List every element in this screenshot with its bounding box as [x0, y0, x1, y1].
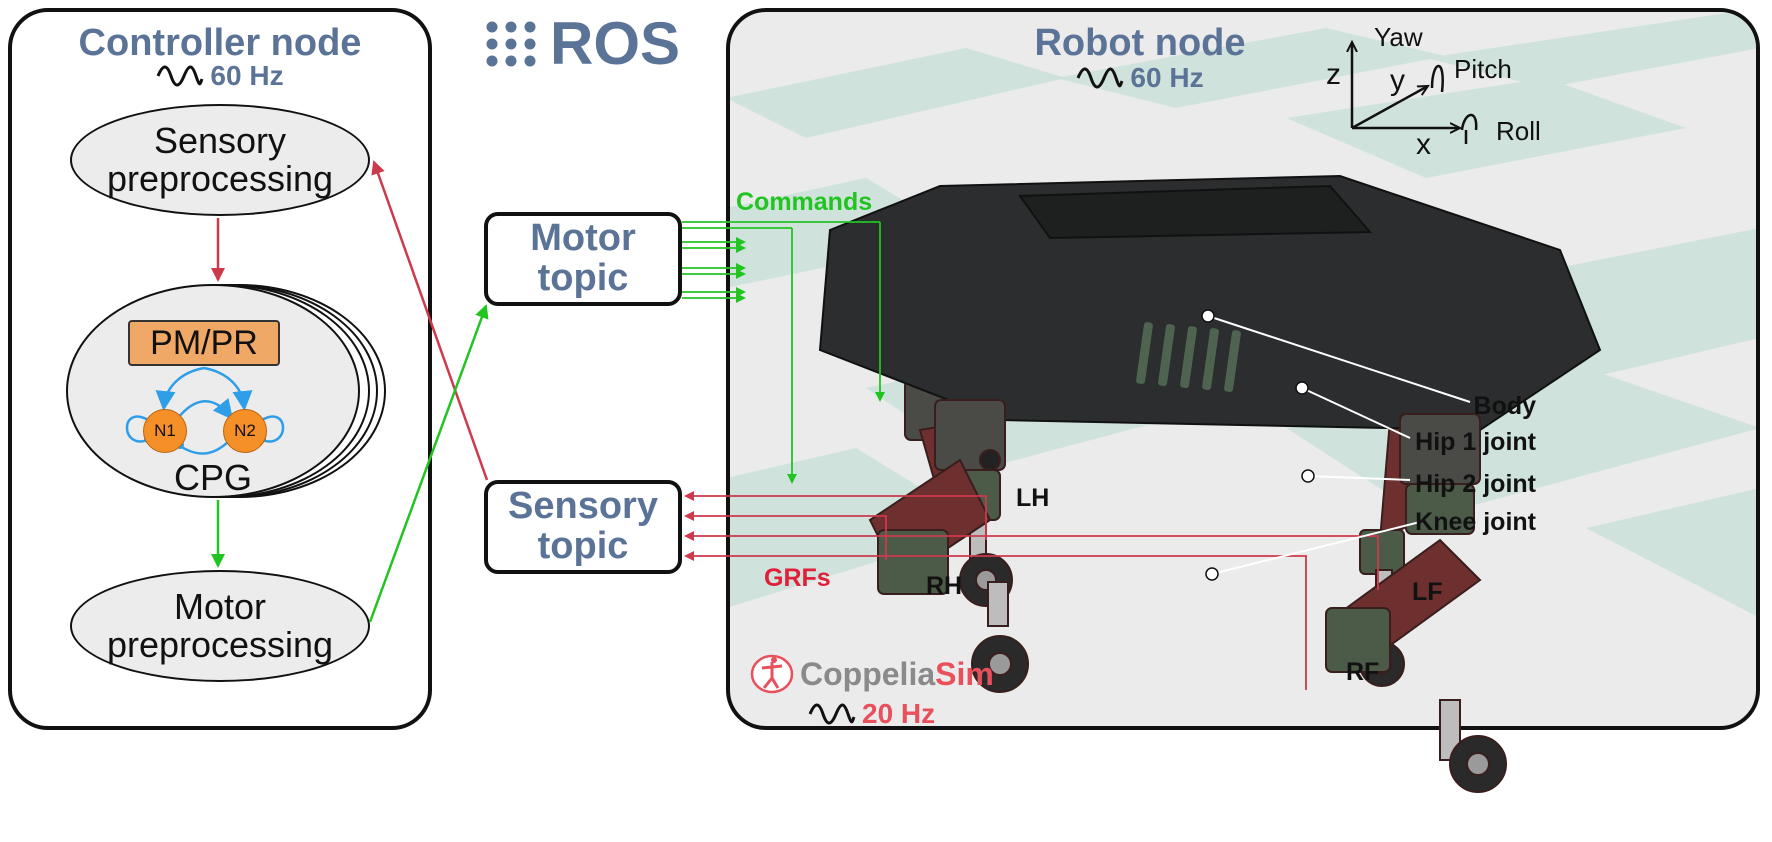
neuron-n2-label: N2 — [234, 421, 256, 440]
axis-yaw-label: Yaw — [1374, 22, 1423, 52]
motor-topic: Motor topic — [484, 212, 682, 306]
coppeliasim-icon — [750, 654, 794, 694]
leg-rf — [1325, 413, 1507, 793]
sim-rate-text: 20 Hz — [862, 698, 936, 729]
arrow-motor-preprocessing-to-topic — [368, 304, 489, 623]
sensory-preprocessing-line1: Sensory — [153, 120, 287, 162]
pm-pr-label: PM/PR — [150, 323, 258, 362]
leg-rh-label: RH — [926, 572, 963, 600]
ros-dots-icon — [486, 21, 536, 67]
leg-rh — [868, 399, 1029, 693]
sensory-topic-line1: Sensory — [508, 485, 658, 528]
robot-rate-text: 60 Hz — [1130, 62, 1204, 93]
grfs-label: GRFs — [764, 564, 831, 592]
axis-frame — [1352, 42, 1478, 144]
commands-label: Commands — [736, 188, 873, 216]
controller-rate: 60 Hz — [8, 62, 432, 90]
neuron-n2: N2 — [223, 409, 267, 453]
wave-icon — [808, 703, 856, 725]
coppeliasim-name-b: Sim — [935, 656, 994, 692]
motor-preprocessing-line2: preprocessing — [106, 624, 334, 665]
sensory-preprocessing-node: Sensory preprocessing — [70, 104, 370, 216]
cpg-module — [66, 284, 360, 498]
leg-rf-label: RF — [1346, 658, 1380, 686]
axis-pitch-label: Pitch — [1454, 54, 1512, 84]
wave-icon — [1077, 67, 1124, 89]
robot-rate: 60 Hz — [980, 64, 1300, 92]
motor-topic-line2: topic — [537, 257, 629, 299]
motor-preprocessing-line1: Motor — [173, 586, 267, 628]
knee-label: Knee joint — [1415, 508, 1536, 536]
ros-logo: ROS — [484, 14, 680, 74]
body-label: Body — [1473, 392, 1537, 420]
motor-preprocessing-node: Motor preprocessing — [70, 570, 370, 682]
controller-rate-text: 60 Hz — [210, 60, 284, 91]
sim-rate: 20 Hz — [808, 700, 935, 728]
robot-node-title: Robot node — [1034, 22, 1246, 64]
axis-y-label: y — [1390, 64, 1405, 97]
axis-x-label: x — [1416, 128, 1431, 161]
cpg-label: CPG — [173, 457, 252, 498]
wave-icon — [157, 65, 204, 87]
neuron-n1: N1 — [143, 409, 187, 453]
controller-node-title: Controller node — [78, 22, 362, 64]
motor-topic-line1: Motor — [530, 217, 636, 260]
axis-roll-label: Roll — [1496, 116, 1541, 146]
axis-z-label: z — [1326, 58, 1341, 91]
ros-label: ROS — [550, 10, 681, 77]
controller-node-panel — [8, 8, 432, 730]
sensory-preprocessing-line2: preprocessing — [106, 158, 334, 199]
coppeliasim-name-a: Coppelia — [800, 656, 936, 692]
sensory-topic: Sensory topic — [484, 480, 682, 574]
sensory-topic-line2: topic — [537, 525, 629, 567]
leg-lf-label: LF — [1412, 578, 1443, 606]
hip2-label: Hip 2 joint — [1415, 470, 1536, 498]
leg-lh-label: LH — [1016, 484, 1050, 512]
neuron-n1-label: N1 — [154, 421, 176, 440]
hip1-label: Hip 1 joint — [1415, 428, 1536, 456]
pm-pr-box: PM/PR — [128, 320, 280, 366]
arrow-sensory-topic-to-preprocessing — [371, 160, 489, 481]
